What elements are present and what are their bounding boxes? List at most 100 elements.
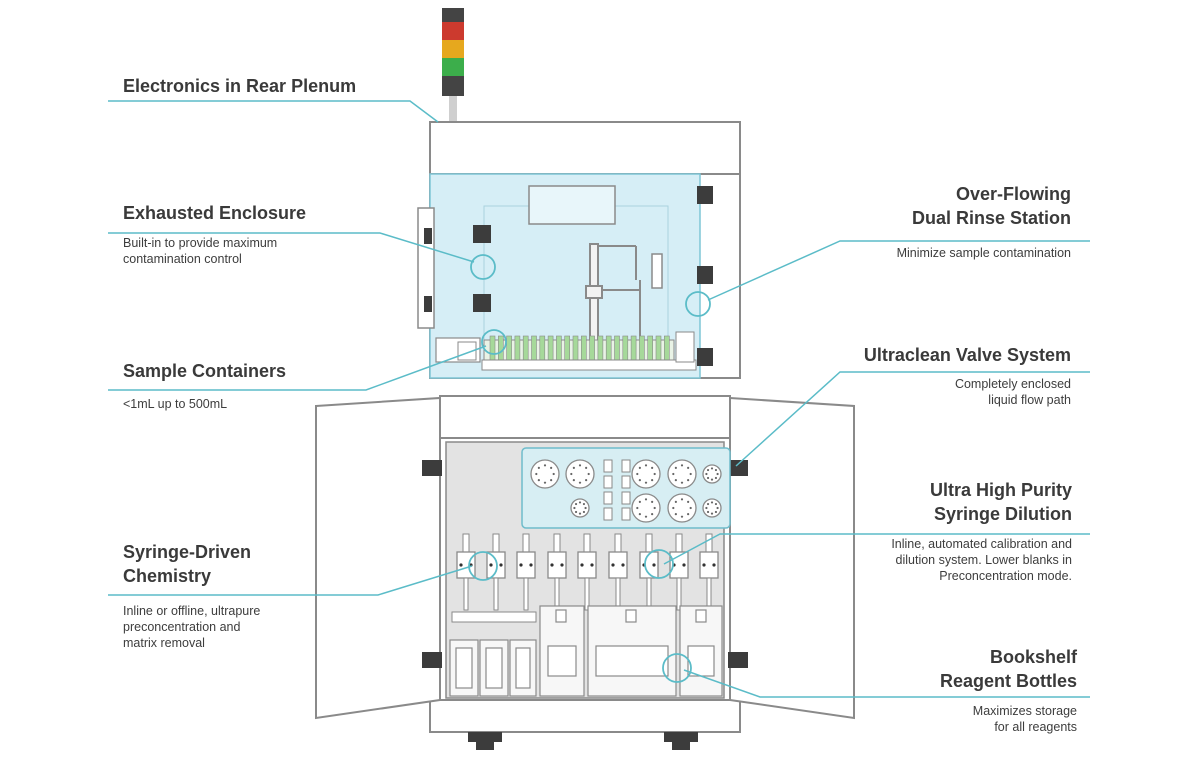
sample-tube [531,335,537,361]
stack-light [442,8,464,122]
sample-tube [539,335,546,361]
valve-fitting [603,459,613,473]
callout-title: Ultra High Purity Syringe Dilution [929,480,1072,524]
leader-dilution [663,533,1090,565]
callout-title: Sample Containers [123,361,287,381]
valve-port [574,502,578,506]
callout-desc: <1mL up to 500mL [123,397,228,411]
sample-tube [663,335,670,361]
highlight-enclosure [470,254,496,280]
syringe-rod [676,577,682,611]
sample-tube [589,335,595,361]
syringe-rod [615,577,621,611]
valve-group [530,459,722,523]
valve-port [573,506,576,510]
highlight-rinse [685,291,711,317]
syringe-rod [584,577,590,611]
callout-desc: Completely enclosed liquid flow path [954,377,1071,407]
valve-port [674,466,677,469]
caster-wheel [672,740,690,750]
valve-port [705,472,708,476]
valve-port [578,464,582,467]
callout-dilution: Ultra High Purity Syringe Dilution Inlin… [891,478,1072,584]
callout-title: Exhausted Enclosure [123,203,307,223]
valve-port [687,500,690,503]
door-hinge [422,460,442,476]
callout-desc: Built-in to provide maximum contaminatio… [123,236,278,266]
valve-port [584,506,587,510]
highlight-syringe-driven [468,551,498,581]
stack-light-pole [449,96,457,122]
highlight-circles [468,254,711,683]
sample-tube [497,335,504,361]
sample-tube [655,335,662,361]
leader-enclosure [108,232,475,263]
syringe-screw [621,563,625,567]
leader-bookshelf [683,669,1090,698]
leader-syringe-driven [108,565,473,596]
valve-port [578,512,582,515]
valve-port [638,513,641,516]
sample-tube [622,335,629,361]
syringe-barrel [705,533,713,553]
valve-port [687,479,690,482]
callout-desc: Minimize sample contamination [896,246,1071,260]
hinge-block [473,294,491,312]
valve-port [653,472,656,476]
stack-light-red [442,22,464,40]
valve-port [572,466,575,469]
rotary-valve [667,459,697,489]
rotary-valve [631,459,661,489]
valve-port [706,510,710,514]
cabinet-base [429,699,741,733]
valve-port [543,481,547,484]
valve-port [644,498,648,501]
valve-port [638,466,641,469]
valve-port [587,472,590,476]
syringe-screw [702,563,706,567]
stack-light-amber [442,40,464,58]
valve-port [680,515,684,518]
syringe-screw [499,563,503,567]
rotary-valve [565,459,595,489]
valve-port [651,479,654,482]
sample-tube [556,335,562,361]
sample-tray [435,331,697,371]
stack-light-cap [442,8,464,22]
callout-valve: Ultraclean Valve System Completely enclo… [864,343,1071,408]
highlight-bookshelf [662,653,692,683]
rotary-valve [530,459,560,489]
valve-port [714,468,718,472]
valve-port [716,506,719,510]
hinge-block [473,225,491,243]
valve-port [651,466,654,469]
valve-port [714,510,718,514]
valve-fitting [603,507,613,521]
highlight-dilution [644,549,674,579]
valve-port [582,502,586,506]
syringe-screw [590,563,594,567]
valve-port [689,506,692,510]
leader-valve [735,371,1090,467]
valve-port [570,472,573,476]
valve-port [651,513,654,516]
sample-tube [605,335,612,361]
caster-foot [468,732,502,742]
lower-cabinet-header [439,395,731,439]
syringe-screw [519,563,523,567]
sample-tube [489,335,496,361]
rear-plenum-box [429,121,741,175]
valve-port [543,464,547,467]
syringe-rod [523,577,529,611]
valve-port [550,466,553,469]
callout-desc: Maximizes storage for all reagents [972,704,1077,734]
hinge-block [697,266,713,284]
valve-port [687,466,690,469]
valve-port [680,464,684,467]
sample-tube [647,335,654,361]
valve-port [552,472,555,476]
hinge-block [697,186,713,204]
valve-port [578,481,582,484]
valve-port [578,501,582,504]
valve-port [680,498,684,501]
